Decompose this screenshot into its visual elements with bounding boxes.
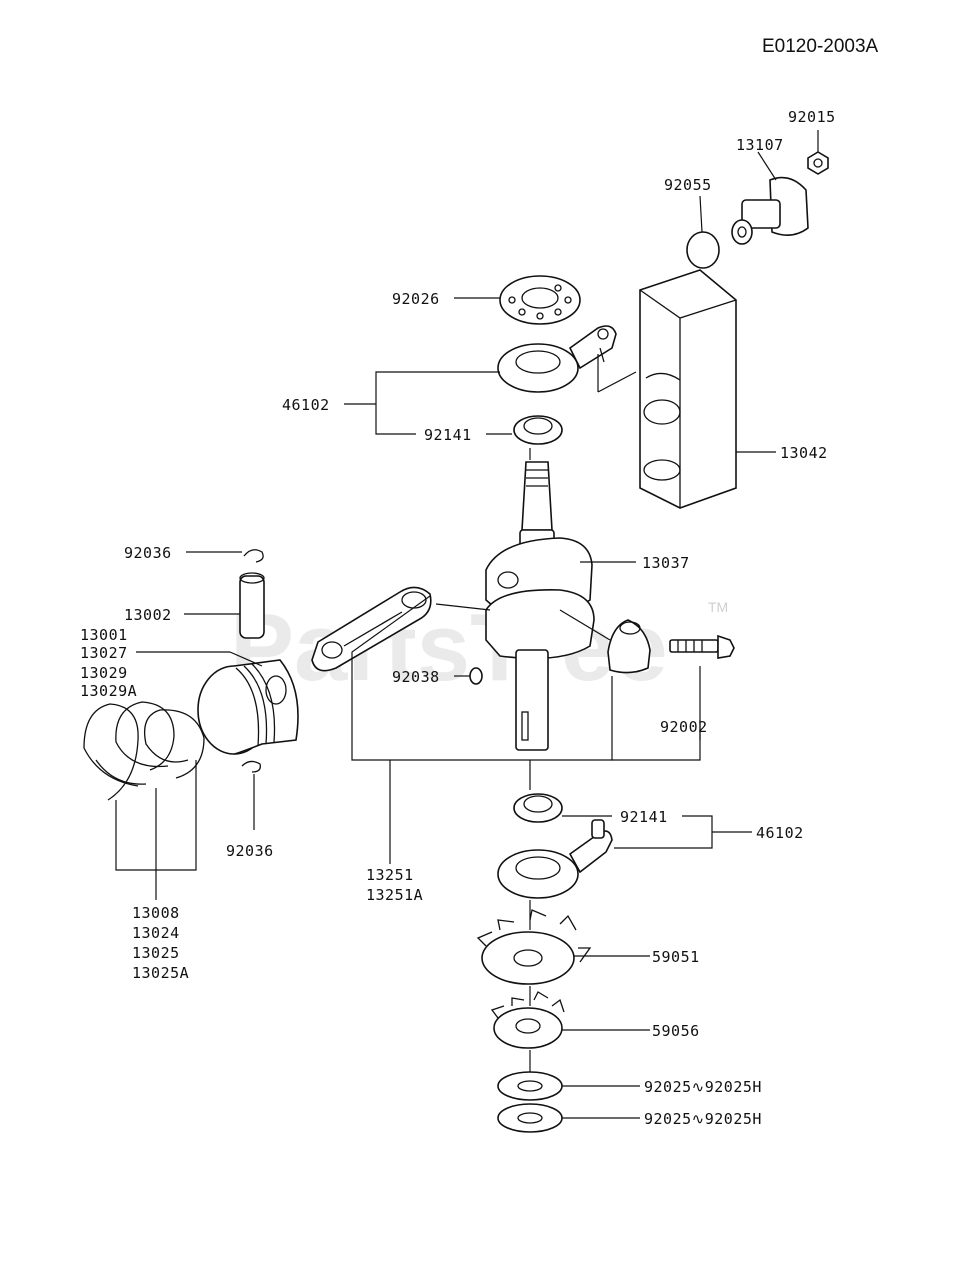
watermark-text: PartsTree bbox=[230, 594, 668, 701]
label-13008[interactable]: 13008 bbox=[132, 904, 180, 922]
clip-92036-bottom-part[interactable] bbox=[241, 760, 261, 773]
label-92036-top[interactable]: 92036 bbox=[124, 544, 172, 562]
sprocket-59051-part[interactable] bbox=[476, 909, 592, 985]
weight-13042-part[interactable] bbox=[639, 269, 737, 509]
seal-92141-bottom-part[interactable] bbox=[513, 793, 563, 823]
label-13251[interactable]: 13251 bbox=[366, 866, 414, 884]
key-92038-part[interactable] bbox=[469, 667, 483, 685]
crankshaft-13037-part[interactable] bbox=[485, 461, 595, 751]
rod-cap-92002-part[interactable] bbox=[607, 619, 651, 674]
label-13029a[interactable]: 13029A bbox=[80, 682, 137, 700]
gear-59056-part[interactable] bbox=[490, 991, 565, 1049]
diagram-code: E0120-2003A bbox=[762, 36, 879, 57]
arm-46102-bottom-part[interactable] bbox=[497, 819, 613, 899]
label-46102-top[interactable]: 46102 bbox=[282, 396, 330, 414]
watermark-tm: TM bbox=[708, 599, 728, 615]
label-13002[interactable]: 13002 bbox=[124, 606, 172, 624]
nut-92015-part[interactable] bbox=[807, 151, 829, 175]
label-46102-bottom[interactable]: 46102 bbox=[756, 824, 804, 842]
washer-92025-2-part[interactable] bbox=[497, 1103, 563, 1133]
label-13029[interactable]: 13029 bbox=[80, 664, 128, 682]
pin-13002-part[interactable] bbox=[239, 572, 265, 639]
cap-92055-part[interactable] bbox=[686, 231, 720, 269]
bolt-92002-part[interactable] bbox=[669, 634, 735, 659]
arm-46102-top-part[interactable] bbox=[497, 325, 617, 393]
label-92141-bottom[interactable]: 92141 bbox=[620, 808, 668, 826]
label-92036-bottom[interactable]: 92036 bbox=[226, 842, 274, 860]
label-92055[interactable]: 92055 bbox=[664, 176, 712, 194]
leader-lines bbox=[115, 130, 819, 1119]
label-59056[interactable]: 59056 bbox=[652, 1022, 700, 1040]
seal-92141-top-part[interactable] bbox=[513, 415, 563, 445]
clip-92036-top-part[interactable] bbox=[243, 549, 264, 563]
label-92038[interactable]: 92038 bbox=[392, 668, 440, 686]
washer-92025-1-part[interactable] bbox=[497, 1071, 563, 1101]
label-92141-top[interactable]: 92141 bbox=[424, 426, 472, 444]
label-92015[interactable]: 92015 bbox=[788, 108, 836, 126]
ring-13024-part[interactable] bbox=[115, 701, 175, 771]
label-13001[interactable]: 13001 bbox=[80, 626, 128, 644]
ring-13008-part[interactable] bbox=[83, 703, 147, 801]
label-92025-1[interactable]: 92025∿92025H bbox=[644, 1078, 762, 1096]
shaft-13107-part[interactable] bbox=[731, 176, 809, 245]
label-13107[interactable]: 13107 bbox=[736, 136, 784, 154]
label-59051[interactable]: 59051 bbox=[652, 948, 700, 966]
bearing-92026-part[interactable] bbox=[499, 275, 581, 325]
label-13251a[interactable]: 13251A bbox=[366, 886, 423, 904]
label-92002[interactable]: 92002 bbox=[660, 718, 708, 736]
ring-13025-part[interactable] bbox=[143, 709, 205, 779]
label-92026[interactable]: 92026 bbox=[392, 290, 440, 308]
label-92025-2[interactable]: 92025∿92025H bbox=[644, 1110, 762, 1128]
label-13027[interactable]: 13027 bbox=[80, 644, 128, 662]
label-13042[interactable]: 13042 bbox=[780, 444, 828, 462]
label-13037[interactable]: 13037 bbox=[642, 554, 690, 572]
piston-13001-part[interactable] bbox=[197, 659, 299, 755]
label-13025[interactable]: 13025 bbox=[132, 944, 180, 962]
label-13024[interactable]: 13024 bbox=[132, 924, 180, 942]
label-13025a[interactable]: 13025A bbox=[132, 964, 189, 982]
